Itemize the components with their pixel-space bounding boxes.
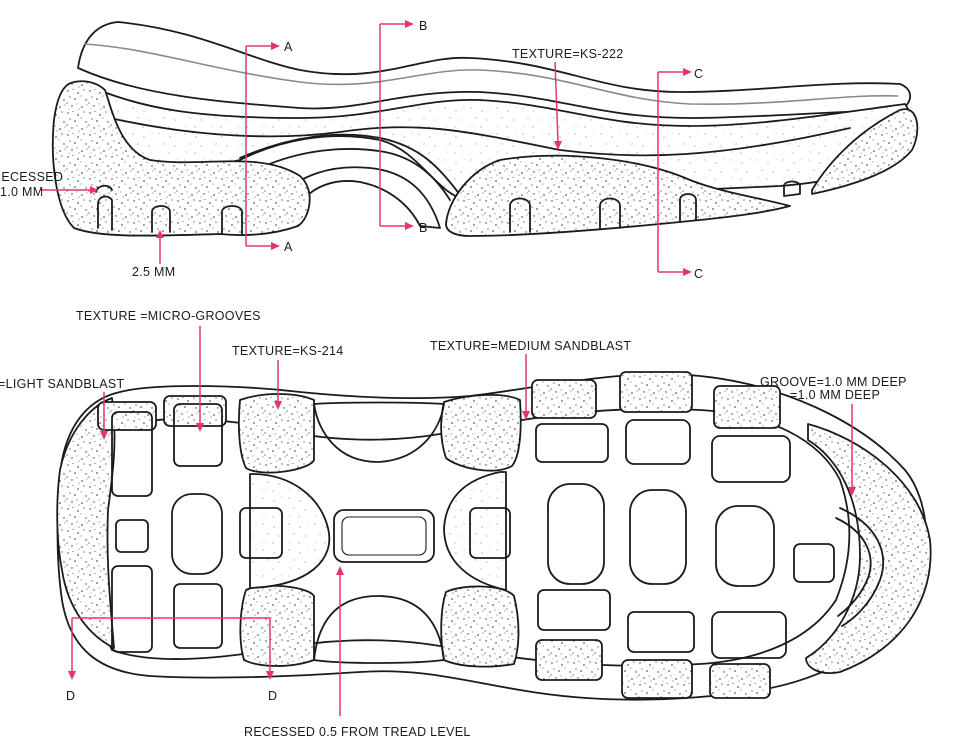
fore-pad-9 <box>715 505 775 587</box>
label-ks214: TEXTURE=KS-214 <box>232 344 344 358</box>
section-line-a: A A <box>245 40 293 254</box>
label-micro-grooves: TEXTURE =MICRO-GROOVES <box>76 309 261 323</box>
heel-pad-1 <box>111 411 153 497</box>
callout-texture-ks222: TEXTURE=KS-222 <box>512 47 624 150</box>
label-section-d-left: D <box>66 689 75 703</box>
forefoot-outsole <box>445 154 791 237</box>
fore-pad-2 <box>535 423 609 463</box>
section-line-d: D D <box>66 617 277 703</box>
callout-recessed-tread: RECESSED 0.5 FROM TREAD LEVEL <box>244 566 471 739</box>
arch-layer-line-2 <box>259 148 451 201</box>
arch-cutout <box>279 166 441 229</box>
forefoot-lug-2 <box>599 197 621 229</box>
label-light-sandblast: =LIGHT SANDBLAST <box>0 377 125 391</box>
bottom-view: =LIGHT SANDBLAST TEXTURE =MICRO-GROOVES … <box>0 309 932 739</box>
label-recessed-depth: 1.0 MM <box>0 185 43 199</box>
fore-top-block-2 <box>619 371 693 413</box>
center-recess-outer <box>333 509 435 563</box>
label-section-a-bottom: A <box>284 240 293 254</box>
forefoot-lug-3 <box>679 193 697 223</box>
fore-pad-1 <box>469 507 511 559</box>
fore-bottom-block-2 <box>621 659 693 699</box>
label-lug-depth: 2.5 MM <box>132 265 175 279</box>
fore-pad-11 <box>793 543 835 583</box>
heel-pad-7 <box>173 583 223 649</box>
section-line-c: C C <box>657 67 703 281</box>
heel-outer-block <box>56 397 116 649</box>
toe-outsole <box>811 108 919 195</box>
label-groove-line1: GROOVE=1.0 MM DEEP <box>760 375 907 389</box>
fore-pad-5 <box>625 419 691 465</box>
forefoot-lug-1 <box>509 197 531 233</box>
toe-notch <box>783 180 801 197</box>
arch-center <box>249 473 331 589</box>
heel-pad-4 <box>171 493 223 575</box>
label-groove-line2: =1.0 MM DEEP <box>790 388 880 402</box>
midfoot-bottom-block-2 <box>440 585 520 668</box>
label-texture-ks222: TEXTURE=KS-222 <box>512 47 624 61</box>
callout-recessed: RECESSED 1.0 MM <box>0 170 98 199</box>
callout-ks214: TEXTURE=KS-214 <box>232 344 344 410</box>
arch-bottom-cutout <box>313 595 445 664</box>
fore-top-block-3 <box>713 385 781 429</box>
callout-medium-sandblast: TEXTURE=MEDIUM SANDBLAST <box>430 339 631 420</box>
label-recessed-tread: RECESSED 0.5 FROM TREAD LEVEL <box>244 725 471 739</box>
center-recess-inner <box>341 516 427 556</box>
heel-top-block <box>97 401 157 431</box>
midfoot-top-block <box>237 393 315 474</box>
midsole-grey-stripe <box>83 43 899 106</box>
midfoot-bottom-block <box>239 584 315 667</box>
callout-lug-depth: 2.5 MM <box>132 230 175 279</box>
fore-pad-6 <box>629 489 687 585</box>
heel-pad-3 <box>115 519 149 553</box>
label-section-a-top: A <box>284 40 293 54</box>
label-section-c-bottom: C <box>694 267 703 281</box>
label-section-d-right: D <box>268 689 277 703</box>
callout-groove: GROOVE=1.0 MM DEEP =1.0 MM DEEP <box>760 375 907 496</box>
heel-lug-3 <box>221 205 243 235</box>
section-line-b: B B <box>379 19 428 235</box>
label-section-b-bottom: B <box>419 221 428 235</box>
arch-top-cutout <box>313 401 445 463</box>
heel-lug-2 <box>151 205 171 233</box>
inner-tread-field <box>92 407 851 667</box>
heel-pad-2 <box>173 403 223 467</box>
label-section-b-top: B <box>419 19 428 33</box>
fore-pad-3 <box>547 483 605 585</box>
callout-micro-grooves: TEXTURE =MICRO-GROOVES <box>76 309 261 432</box>
fore-pad-4 <box>537 589 611 631</box>
side-view: RECESSED 1.0 MM 2.5 MM TEXTURE=KS-222 A … <box>0 19 919 281</box>
heel-lug-1 <box>97 195 113 231</box>
toe-groove-outer <box>839 507 884 627</box>
heel-pad-5 <box>239 507 283 559</box>
label-medium-sandblast: TEXTURE=MEDIUM SANDBLAST <box>430 339 631 353</box>
toe-groove-inner <box>835 517 872 617</box>
fore-pad-7 <box>627 611 695 653</box>
midfoot-top-block-2 <box>440 394 522 472</box>
midsole-inner-line <box>109 117 851 157</box>
callout-light-sandblast: =LIGHT SANDBLAST <box>0 377 125 440</box>
fore-bottom-block-1 <box>535 639 603 681</box>
fore-pad-8 <box>711 435 791 483</box>
label-recessed: RECESSED <box>0 170 63 184</box>
label-section-c-top: C <box>694 67 703 81</box>
fore-top-block-1 <box>531 379 597 419</box>
heel-pad-6 <box>111 565 153 653</box>
fore-bottom-block-3 <box>709 663 771 699</box>
arch-center-right <box>443 471 507 591</box>
fore-pad-10 <box>711 611 787 659</box>
